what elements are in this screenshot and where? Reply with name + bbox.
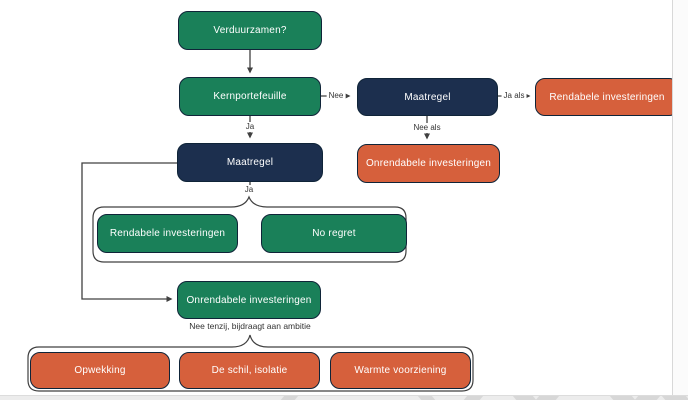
connector-maatregel-onrendabele-links xyxy=(81,162,177,302)
page-bottom-edge xyxy=(0,395,688,400)
node-onrendabele-investeringen-right: Onrendabele investeringen xyxy=(357,144,500,183)
page-right-edge xyxy=(672,0,673,400)
watermark-shape xyxy=(633,396,661,400)
edge-label-nee-tenzij: Nee tenzij, bijdraagt aan ambitie xyxy=(187,321,313,331)
node-label: Warmte voorziening xyxy=(354,365,447,376)
bracket-rendabele-noregret xyxy=(92,195,407,263)
watermark-shape xyxy=(462,396,484,400)
page-right-gutter xyxy=(673,0,688,400)
node-verduurzamen: Verduurzamen? xyxy=(178,11,322,50)
node-label: Maatregel xyxy=(226,157,274,168)
node-kernportefeuille: Kernportefeuille xyxy=(179,77,321,116)
node-onrendabele-investeringen: Onrendabele investeringen xyxy=(177,281,321,319)
edge-label-ja-als: Ja als xyxy=(501,91,527,101)
node-maatregel-mid: Maatregel xyxy=(177,143,323,182)
node-label: Rendabele investeringen xyxy=(549,91,665,103)
edge-label-ja-mid: Ja xyxy=(242,185,256,195)
node-label: Opwekking xyxy=(74,365,126,376)
bracket-ambitie-maatregelen xyxy=(27,334,474,392)
node-label: No regret xyxy=(312,228,356,239)
watermark-shape xyxy=(279,396,299,400)
node-rendabele-investeringen-right: Rendabele investeringen xyxy=(535,78,679,116)
node-opwekking: Opwekking xyxy=(30,352,170,389)
watermark-shape xyxy=(512,396,538,400)
watermark-shape xyxy=(417,396,437,400)
edge-label-ja: Ja xyxy=(243,122,257,132)
node-rendabele-investeringen: Rendabele investeringen xyxy=(97,214,238,253)
node-warmte-voorziening: Warmte voorziening xyxy=(330,352,471,389)
watermark-shape xyxy=(609,396,637,400)
watermark-shape xyxy=(661,396,688,400)
node-no-regret: No regret xyxy=(261,214,407,253)
node-label: Rendabele investeringen xyxy=(109,228,226,239)
node-label: De schil, isolatie xyxy=(211,365,288,376)
node-label: Verduurzamen? xyxy=(213,25,287,36)
watermark-shape xyxy=(534,396,560,400)
node-label: Kernportefeuille xyxy=(213,91,287,102)
edge-label-nee: Nee xyxy=(326,91,346,101)
node-maatregel-top: Maatregel xyxy=(357,78,498,116)
node-label: Onrendabele investeringen xyxy=(365,158,492,169)
node-de-schil-isolatie: De schil, isolatie xyxy=(179,352,320,389)
node-label: Onrendabele investeringen xyxy=(186,294,312,306)
edge-label-nee-als: Nee als xyxy=(411,123,443,133)
node-label: Maatregel xyxy=(404,91,451,103)
